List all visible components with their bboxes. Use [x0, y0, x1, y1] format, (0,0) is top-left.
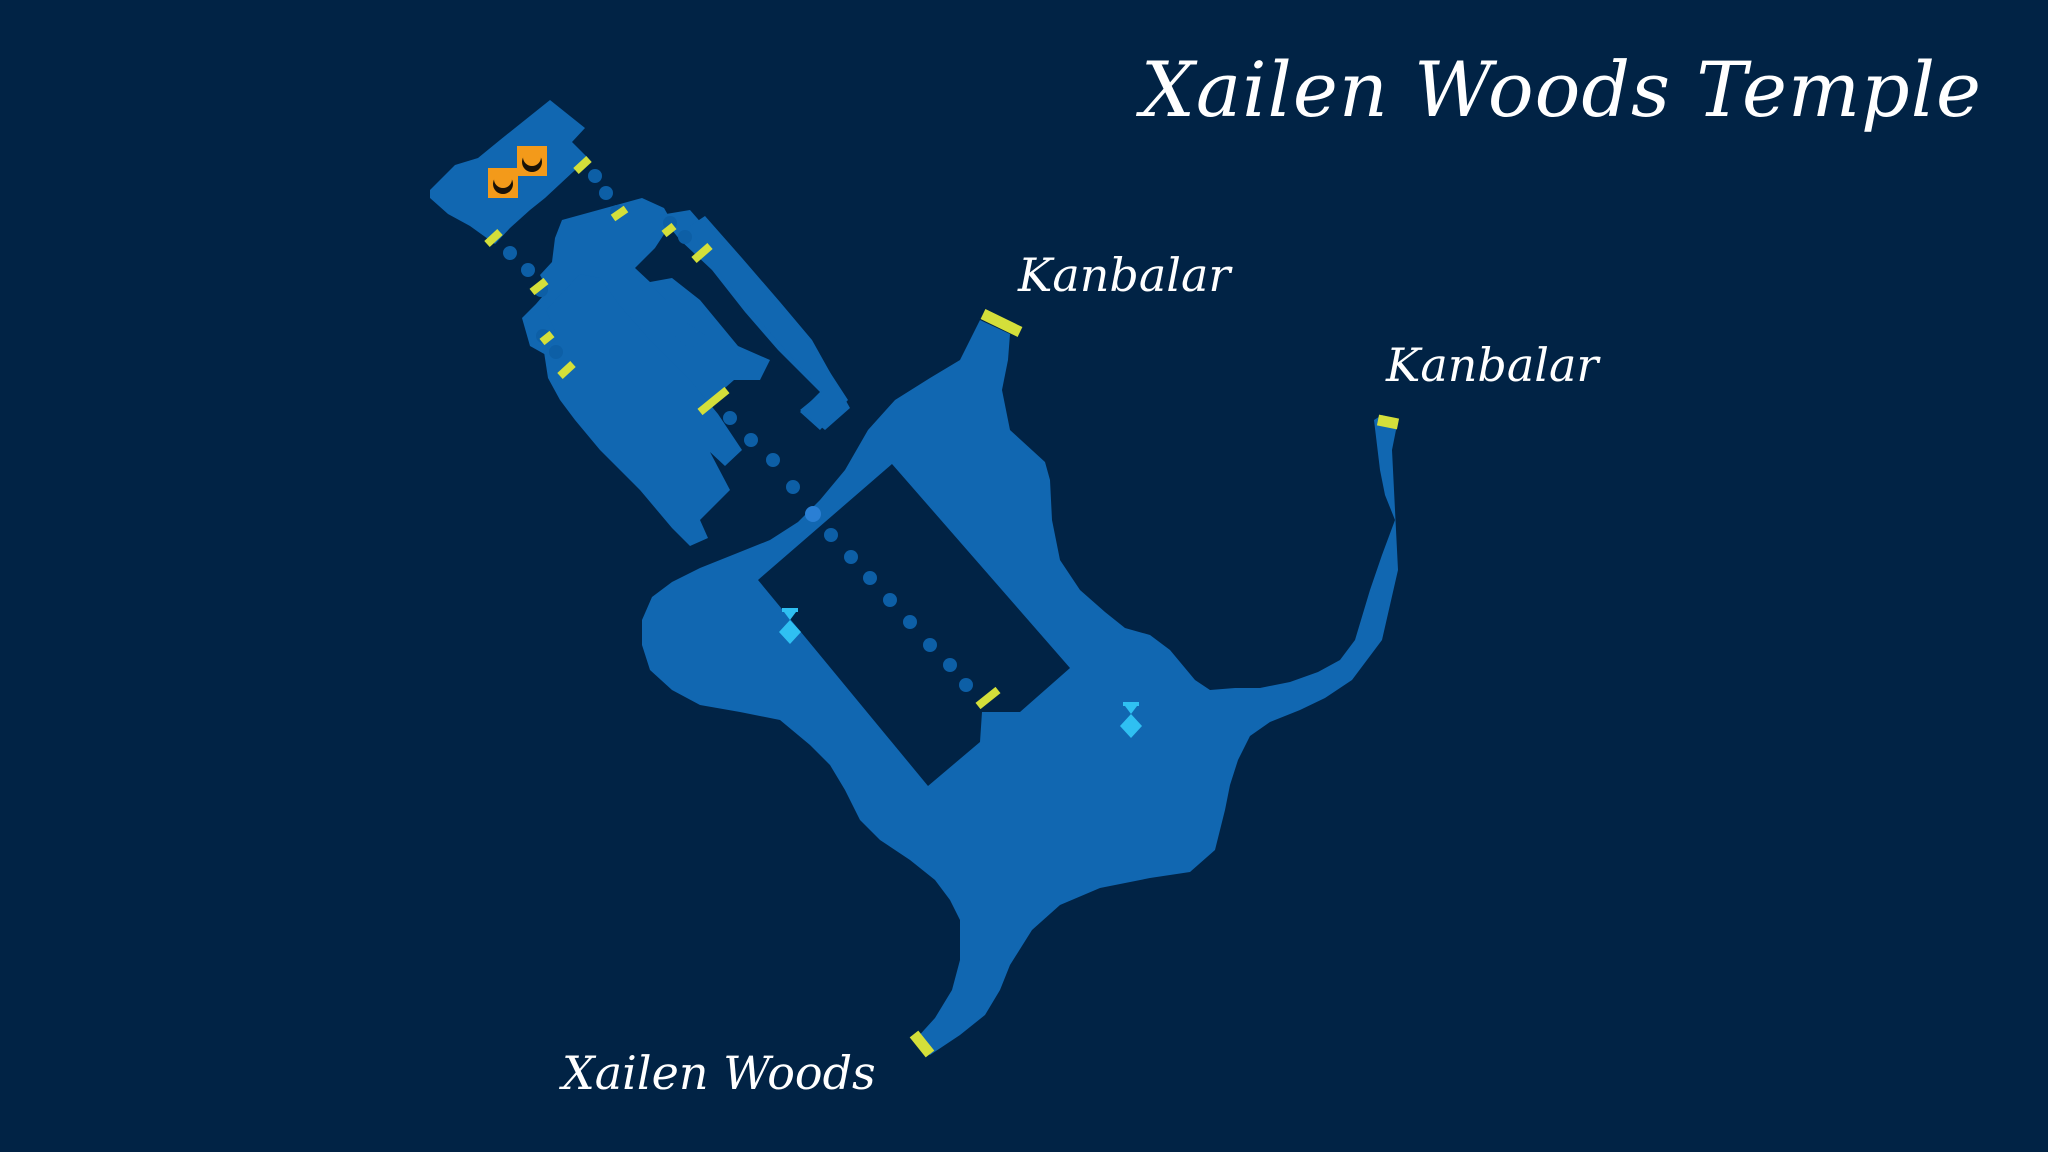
save-point-icon	[517, 146, 547, 176]
statue-icon	[1120, 702, 1142, 738]
temple-east-corridor	[690, 216, 850, 430]
statue-icon	[779, 608, 801, 644]
map-title: Xailen Woods Temple	[1140, 45, 1982, 134]
exit-label-xailen-woods: Xailen Woods	[562, 1046, 876, 1100]
door-markers	[484, 156, 1001, 710]
save-point-icon	[488, 168, 518, 198]
exit-label-kanbalar-north: Kanbalar	[1018, 248, 1231, 302]
path-node	[805, 506, 821, 522]
temple-complex	[430, 100, 848, 546]
exit-markers	[909, 309, 1400, 1058]
exit-label-kanbalar-east: Kanbalar	[1386, 338, 1599, 392]
